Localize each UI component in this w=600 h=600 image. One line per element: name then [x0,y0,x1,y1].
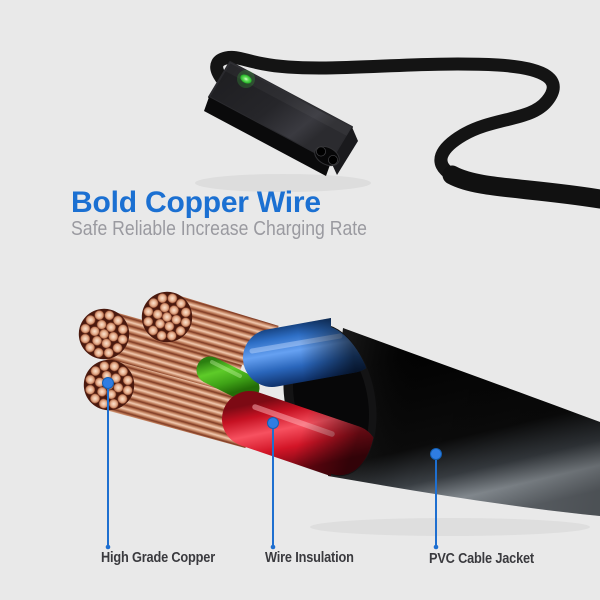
callout-label-pvc-cable-jacket: PVC Cable Jacket [429,551,534,567]
green-wire [196,356,260,402]
callout-pointers [107,389,437,546]
led-indicator-icon [237,70,255,88]
callout-dot-copper [102,377,114,389]
copper-strands [102,360,259,449]
callout-label-wire-insulation: Wire Insulation [265,550,354,566]
adapter-front-face [204,97,331,176]
adapter-cable [210,50,600,209]
page-subtitle: Safe Reliable Increase Charging Rate [71,217,367,240]
callout-dot-insulation [267,417,279,429]
power-inlet-icon [314,145,340,167]
power-adapter [204,61,358,176]
callout-label-high-grade-copper: High Grade Copper [101,550,215,566]
callout-dot-jacket [430,448,442,460]
callout-dots [102,377,442,550]
cable-cross-section [72,285,600,550]
adapter-shadow [195,174,371,192]
page-title: Bold Copper Wire [71,186,321,219]
